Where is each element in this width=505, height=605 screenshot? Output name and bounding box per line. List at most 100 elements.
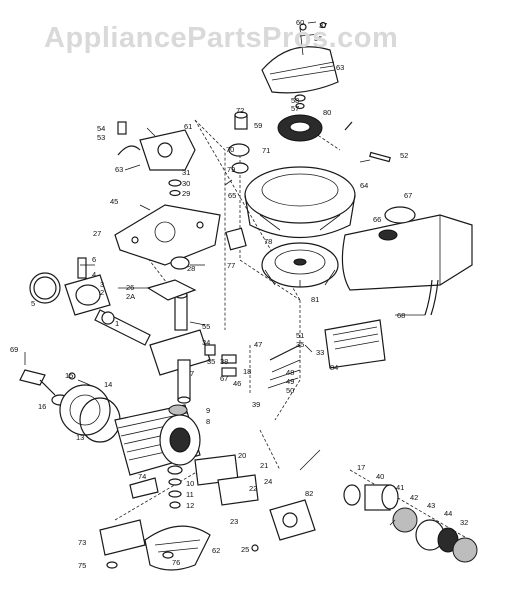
part-label: 63 [115,165,123,174]
part-label: 68 [397,311,405,320]
crankcase-base [99,477,259,571]
part-label: 48 [286,368,294,377]
part-label: 39 [252,400,260,409]
part-label: 27 [93,229,101,238]
part-label: 31 [182,168,190,177]
part-label: 9 [206,406,210,415]
part-label: 3 [100,280,104,289]
part-label: 70 [226,145,234,154]
part-label: 24 [264,477,272,486]
part-label: 78 [264,237,272,246]
part-label: 16 [38,402,46,411]
part-label: 25 [241,545,249,554]
part-label: 82 [305,489,313,498]
part-label: 33 [316,348,324,357]
part-label: 58 [291,96,299,105]
part-label: 14 [104,380,112,389]
part-label: 32 [460,518,468,527]
part-label: 20 [238,451,246,460]
part-label: 41 [396,483,404,492]
part-label: 38 [220,357,228,366]
air-filter-assembly [343,484,478,563]
part-label: 59 [254,121,262,130]
part-label: 43 [427,501,435,510]
part-label: 15 [65,371,73,380]
part-label: 4 [92,270,96,279]
part-label: 67 [404,191,412,200]
part-label: 37 [319,21,327,30]
part-label: 71 [262,146,270,155]
part-label: 54 [97,124,105,133]
part-label: 81 [311,295,319,304]
part-label: 79 [227,165,235,174]
part-label: 35 [207,357,215,366]
part-label: 45 [110,197,118,206]
part-label: 42 [410,493,418,502]
part-label: 77 [227,261,235,270]
ignition-module [204,319,386,389]
crankshaft [146,256,211,404]
exhaust-parts [19,369,121,443]
reed-plate [114,204,221,266]
part-label: 5 [31,299,35,308]
cylinder [114,404,201,476]
part-label: 8 [206,417,210,426]
part-label: 13 [76,433,84,442]
part-label: 53 [97,133,105,142]
part-label: 7 [190,369,194,378]
part-label: 80 [323,108,331,117]
part-label: 60 [296,18,304,27]
part-label: 12 [186,501,194,510]
part-label: 76 [172,558,180,567]
part-label: 10 [186,479,194,488]
part-label: 75 [78,561,86,570]
part-label: 57 [291,104,299,113]
part-label: 35 [296,340,304,349]
part-label: 2 [100,288,104,297]
part-label: 18 [243,367,251,376]
part-label: 26 [126,283,134,292]
watermark: AppliancePartsPros.com [44,22,399,54]
part-label: 66 [373,215,381,224]
part-label: 49 [286,377,294,386]
leader-lines [24,21,425,526]
part-label: 52 [400,151,408,160]
part-label: 72 [236,106,244,115]
part-label: 36 [314,34,322,43]
part-label: 34 [202,338,210,347]
part-label: 23 [230,517,238,526]
flywheel [261,242,339,288]
part-label: 2A [126,292,135,301]
part-label: 62 [212,546,220,555]
part-label: 65 [228,191,236,200]
part-label: 63 [336,63,344,72]
part-label: 22 [249,484,257,493]
part-label: 64 [360,181,368,190]
part-label: 51 [296,331,304,340]
part-label: 55 [202,322,210,331]
part-label: 67 [220,374,228,383]
part-label: 69 [10,345,18,354]
part-label: 74 [138,472,146,481]
assembly-guide-lines [114,119,471,541]
part-label: 73 [78,538,86,547]
fuel-tank [341,206,473,316]
part-label: 47 [254,340,262,349]
part-label: 30 [182,179,190,188]
part-label: 21 [260,461,268,470]
part-label: 40 [376,472,384,481]
part-labels: 60 37 36 63 58 57 80 72 59 54 53 61 70 7… [10,18,468,570]
part-label: 84 [330,363,338,372]
part-label: 44 [444,509,452,518]
starter-pulley [228,111,391,174]
part-label: 6 [92,255,96,264]
part-label: 28 [187,264,195,273]
carburetor [117,121,196,197]
rewind-cover [261,21,339,110]
part-label: 11 [186,490,194,499]
part-label: 29 [182,189,190,198]
blower-housing [225,166,356,251]
part-label: 1 [115,319,119,328]
